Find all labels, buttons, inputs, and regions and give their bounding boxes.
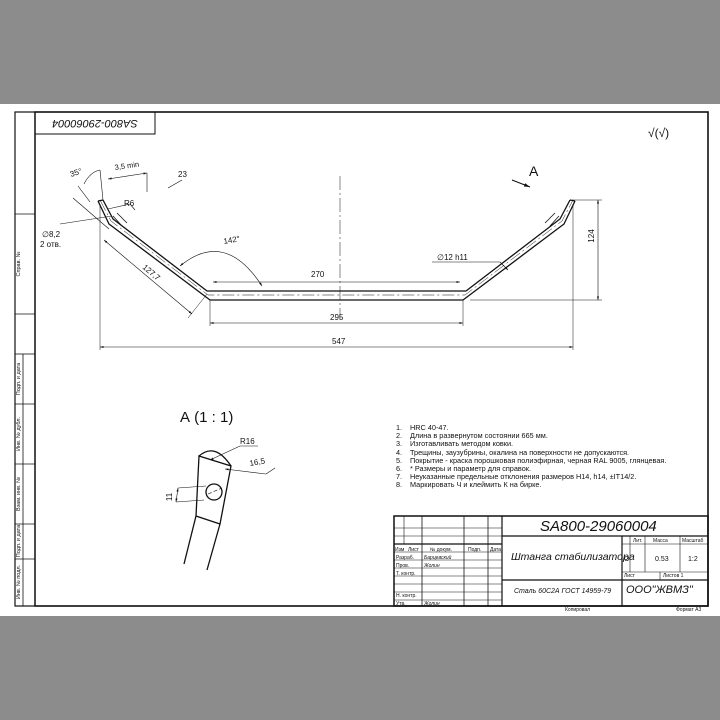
tb-lit-label: Лит. bbox=[633, 538, 643, 544]
note-text: Покрытие - краска порошковая полиэфирная… bbox=[410, 456, 667, 465]
view-arrow bbox=[511, 179, 531, 188]
inner-frame bbox=[34, 111, 709, 607]
note-number: 3. bbox=[396, 439, 403, 449]
note-item: 6. * Размеры и параметр для справок. bbox=[396, 464, 696, 474]
dim-line-127 bbox=[103, 239, 193, 315]
stamp-number: SA800-29060004 bbox=[52, 117, 138, 129]
note-item: 2. Длина в развернутом состоянии 665 мм. bbox=[396, 431, 696, 441]
tb-designation: SA800-29060004 bbox=[540, 518, 657, 535]
note-text: HRC 40-47. bbox=[410, 424, 449, 432]
tb-company: ООО"ЖВМЗ" bbox=[626, 584, 693, 596]
tb-massa-label: Масса bbox=[653, 538, 668, 544]
note-text: Изготавливать методом ковки. bbox=[410, 440, 514, 449]
right-hole bbox=[544, 212, 560, 227]
tb-col-list: Лист bbox=[408, 547, 419, 553]
tb-utv-name: Жолин bbox=[424, 601, 440, 607]
dim-270: 270 bbox=[311, 270, 325, 279]
roughness-symbol: √(√) bbox=[648, 126, 669, 140]
rod-axis bbox=[99, 199, 574, 296]
tb-name: Штанга стабилизатора bbox=[511, 551, 635, 563]
dim-547: 547 bbox=[332, 337, 346, 346]
dim-rod-dia: ∅12 h11 bbox=[437, 253, 468, 262]
dim-r6: R6 bbox=[124, 199, 135, 208]
note-item: 8. Маркировать Ч и клеймить К на бирке. bbox=[396, 481, 696, 489]
note-number: 5. bbox=[396, 455, 403, 465]
dim-124: 124 bbox=[587, 229, 596, 243]
note-number: 6. bbox=[396, 464, 403, 474]
tb-prov-name: Жолин bbox=[424, 563, 440, 569]
tb-kopiroval: Копировал bbox=[565, 607, 591, 613]
dim-angle35: 35° bbox=[69, 167, 83, 179]
side-label-vzam-inv: Взам. инв. № bbox=[16, 477, 22, 511]
tb-listov-label: Листов 1 bbox=[663, 573, 684, 579]
tb-material: Сталь 60С2А ГОСТ 14959-79 bbox=[514, 588, 612, 595]
tb-col-doc: № докум. bbox=[430, 547, 452, 553]
detail-dims bbox=[175, 445, 276, 503]
tb-col-date: Дата bbox=[490, 547, 502, 553]
left-hole bbox=[112, 212, 128, 227]
tb-massa: 0.53 bbox=[655, 556, 669, 563]
dim-min35: 3,5 min bbox=[114, 160, 140, 172]
dim-23: 23 bbox=[178, 170, 187, 179]
note-item: 4. Трещины, заузубрины, окалина на поверх… bbox=[396, 447, 696, 457]
dim-295: 295 bbox=[330, 313, 344, 322]
note-item: 7. Неуказанные предельные отклонения разм… bbox=[396, 473, 696, 481]
note-item: 1. HRC 40-47. bbox=[396, 423, 696, 432]
technical-notes: 1. HRC 40-47. 2. Длина в развернутом состоя… bbox=[396, 423, 696, 490]
leader-rod-dia-tip bbox=[499, 261, 509, 271]
tb-tkontr: Т. контр. bbox=[396, 571, 416, 577]
detail-r16: R16 bbox=[240, 437, 255, 446]
note-number: 4. bbox=[396, 447, 403, 457]
note-text: Трещины, заузубрины, окалина на поверхно… bbox=[410, 448, 630, 457]
tb-masshtab: 1:2 bbox=[688, 556, 698, 563]
stamp-box bbox=[34, 111, 156, 135]
note-text: Неуказанные предельные отклонения размер… bbox=[410, 473, 637, 482]
tb-masshtab-label: Масштаб bbox=[682, 538, 704, 544]
tb-format: Формат А3 bbox=[676, 607, 702, 613]
side-label-inv-dubl: Инв. № дубл. bbox=[16, 417, 22, 452]
side-label-sprav: Справ. № bbox=[16, 251, 22, 276]
dim-arc-142 bbox=[179, 251, 263, 287]
tb-utv: Утв. bbox=[396, 601, 406, 607]
note-number: 8. bbox=[396, 480, 403, 490]
tb-col-izm: Изм bbox=[395, 547, 405, 553]
detail-11: 11 bbox=[165, 492, 174, 501]
tb-razrab-name: Барцевский bbox=[424, 555, 452, 561]
tb-prov: Пров. bbox=[396, 563, 410, 569]
drawing-sheet: Инв. № подл. Подп. и дата Взам. инв. № И… bbox=[0, 104, 720, 616]
tb-nkontr: Н. контр. bbox=[396, 593, 417, 599]
side-label-podp-data-1: Подп. и дата bbox=[16, 524, 22, 557]
note-item: 5. Покрытие - краска порошковая полиэфирн… bbox=[396, 455, 696, 465]
note-number: 7. bbox=[396, 472, 403, 482]
side-label-inv-podl: Инв. № подл. bbox=[16, 564, 22, 599]
note-text: * Размеры и параметр для справок. bbox=[410, 465, 531, 474]
detail-165: 16,5 bbox=[249, 456, 266, 468]
technical-drawing: Инв. № подл. Подп. и дата Взам. инв. № И… bbox=[14, 111, 709, 607]
note-text: Маркировать Ч и клеймить К на бирке. bbox=[410, 481, 542, 490]
tb-lit: О bbox=[624, 556, 630, 563]
dim-group-left bbox=[59, 169, 183, 230]
ext-line-127 bbox=[187, 293, 208, 319]
detail-view bbox=[183, 450, 232, 571]
view-marker: A bbox=[529, 163, 539, 179]
note-number: 2. bbox=[396, 431, 403, 441]
tb-col-sign: Подп. bbox=[468, 547, 482, 553]
dim-hole-dia: ∅8,2 bbox=[42, 230, 61, 239]
note-number: 1. bbox=[396, 423, 403, 432]
tb-razrab: Разраб. bbox=[396, 555, 415, 561]
dim-angle142: 142° bbox=[223, 234, 241, 246]
note-item: 3. Изготавливать методом ковки. bbox=[396, 440, 696, 448]
title-block-grid bbox=[393, 515, 709, 607]
left-strip bbox=[15, 213, 35, 606]
stabilizer-rod bbox=[97, 199, 576, 301]
side-label-podp-data-2: Подп. и дата bbox=[16, 362, 22, 395]
tb-list-label: Лист bbox=[624, 573, 635, 579]
dim-holes: 2 отв. bbox=[40, 240, 61, 249]
note-text: Длина в развернутом состоянии 665 мм. bbox=[410, 432, 548, 441]
detail-title: А (1 : 1) bbox=[180, 409, 233, 426]
